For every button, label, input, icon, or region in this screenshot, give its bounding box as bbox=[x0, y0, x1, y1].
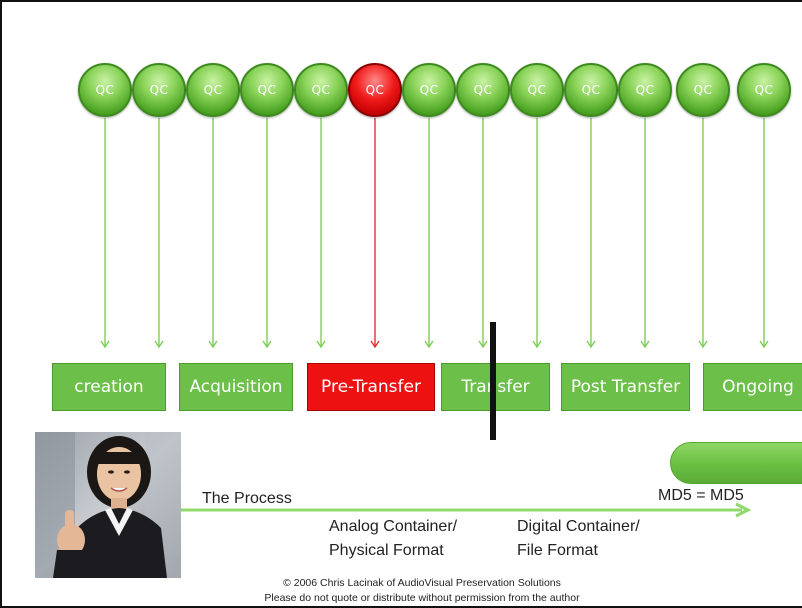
qc-connector-arrowhead bbox=[586, 340, 596, 349]
qc-node-6: QC bbox=[348, 63, 402, 117]
digital-container-label-line2: File Format bbox=[517, 542, 598, 559]
qc-node-label: QC bbox=[635, 83, 655, 97]
qc-connector-arrowhead bbox=[100, 340, 110, 349]
qc-node-label: QC bbox=[257, 83, 277, 97]
qc-node-7: QC bbox=[402, 63, 456, 117]
qc-connector-arrowhead bbox=[154, 340, 164, 349]
md5-cylinder-graphic bbox=[670, 442, 802, 484]
process-arrow-head bbox=[735, 502, 752, 518]
stage-acquisition: Acquisition bbox=[179, 363, 293, 411]
qc-connector-arrowhead bbox=[640, 340, 650, 349]
qc-node-11: QC bbox=[618, 63, 672, 117]
qc-node-4: QC bbox=[240, 63, 294, 117]
md5-equality-label: MD5 = MD5 bbox=[658, 487, 744, 504]
qc-node-3: QC bbox=[186, 63, 240, 117]
qc-node-12: QC bbox=[676, 63, 730, 117]
qc-node-1: QC bbox=[78, 63, 132, 117]
qc-connector-arrowhead bbox=[208, 340, 218, 349]
qc-node-label: QC bbox=[473, 83, 493, 97]
qc-node-label: QC bbox=[311, 83, 331, 97]
stage-pre-transfer: Pre-Transfer bbox=[307, 363, 435, 411]
qc-node-5: QC bbox=[294, 63, 348, 117]
qc-node-label: QC bbox=[693, 83, 713, 97]
qc-node-label: QC bbox=[149, 83, 169, 97]
qc-connector-arrowhead bbox=[532, 340, 542, 349]
presenter-photo bbox=[35, 432, 181, 578]
qc-connector-arrowhead bbox=[262, 340, 272, 349]
qc-node-2: QC bbox=[132, 63, 186, 117]
qc-node-13: QC bbox=[737, 63, 791, 117]
qc-connector-arrowhead bbox=[698, 340, 708, 349]
qc-node-label: QC bbox=[203, 83, 223, 97]
qc-node-label: QC bbox=[527, 83, 547, 97]
qc-node-9: QC bbox=[510, 63, 564, 117]
qc-node-label: QC bbox=[365, 83, 385, 97]
qc-node-10: QC bbox=[564, 63, 618, 117]
qc-connector-arrowhead bbox=[759, 340, 769, 349]
qc-node-label: QC bbox=[754, 83, 774, 97]
analog-container-label-line1: Analog Container/ bbox=[329, 518, 458, 535]
qc-node-8: QC bbox=[456, 63, 510, 117]
qc-node-label: QC bbox=[581, 83, 601, 97]
transfer-divider-bar bbox=[490, 322, 496, 440]
stage-post-transfer: Post Transfer bbox=[561, 363, 690, 411]
qc-connector-arrowhead bbox=[316, 340, 326, 349]
qc-connector-arrowhead bbox=[424, 340, 434, 349]
qc-connector-arrowhead bbox=[370, 340, 380, 349]
qc-connector-arrowhead bbox=[478, 340, 488, 349]
process-label: The Process bbox=[202, 490, 292, 507]
qc-node-label: QC bbox=[419, 83, 439, 97]
copyright-line: © 2006 Chris Lacinak of AudioVisual Pres… bbox=[283, 577, 561, 589]
analog-container-label-line2: Physical Format bbox=[329, 542, 444, 559]
digital-container-label-line1: Digital Container/ bbox=[517, 518, 640, 535]
stage-ongoing: Ongoing bbox=[703, 363, 802, 411]
qc-node-label: QC bbox=[95, 83, 115, 97]
permission-line: Please do not quote or distribute withou… bbox=[264, 592, 580, 604]
stage-creation: creation bbox=[52, 363, 166, 411]
